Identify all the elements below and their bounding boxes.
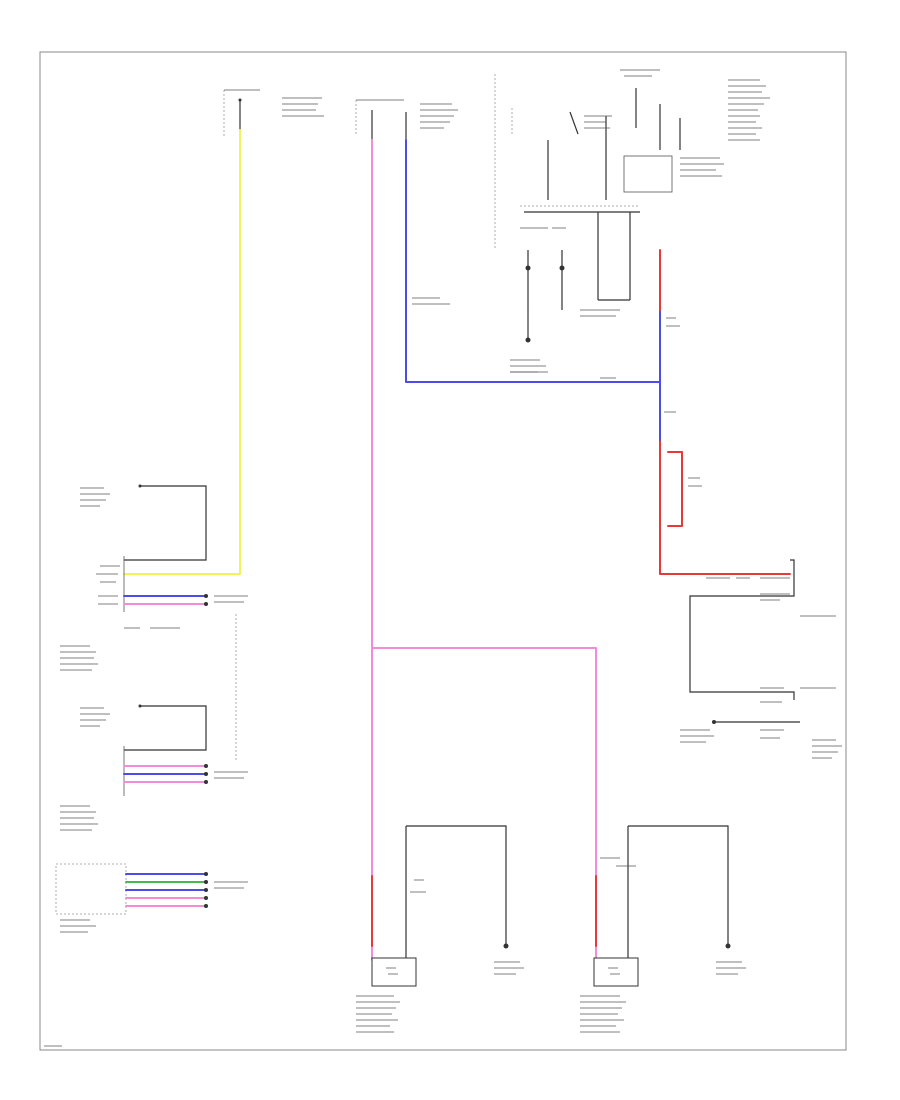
left-connector [55,863,248,933]
left-module-1 [80,484,248,629]
sensor-a [356,825,524,1033]
fuse-b [355,99,458,140]
right-unit [680,559,842,759]
left-module-2 [60,704,248,831]
diagram-frame [39,51,847,1051]
wire-red [659,249,791,575]
relay-block [510,69,770,373]
wire-blue [405,139,661,441]
wire-yellow [123,129,241,575]
sensor-b [580,825,746,1033]
wire-pink [371,139,597,961]
fuse-a [223,89,324,136]
